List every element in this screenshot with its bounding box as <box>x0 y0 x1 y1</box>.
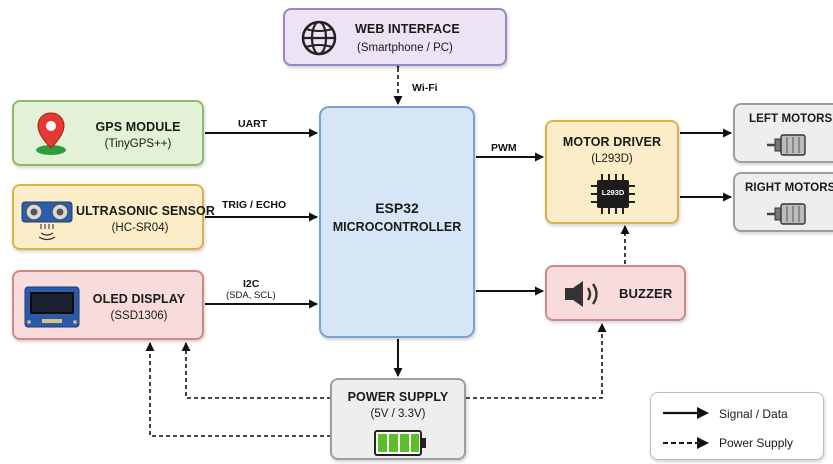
gps-title: GPS MODULE <box>95 120 181 134</box>
ultrasonic-sensor-icon <box>21 201 73 241</box>
right-motors-title: RIGHT MOTORS <box>745 182 833 194</box>
wifi-label: Wi-Fi <box>412 82 438 94</box>
oled-subtitle: (SSD1306) <box>110 310 168 322</box>
power-subtitle: (5V / 3.3V) <box>370 408 426 420</box>
ultrasonic-sensor-box: ULTRASONIC SENSOR (HC-SR04) <box>12 184 215 250</box>
esp32-box: ESP32 MICROCONTROLLER <box>319 106 475 338</box>
esp32-title: ESP32 <box>375 200 419 216</box>
power-to-oled-inner <box>181 342 331 399</box>
trig-echo-label: TRIG / ECHO <box>222 199 287 211</box>
map-pin-icon <box>36 112 66 155</box>
oled-display-icon <box>24 286 80 328</box>
ultrasonic-title: ULTRASONIC SENSOR <box>76 204 215 218</box>
legend-box: Signal / Data Power Supply <box>650 392 824 460</box>
battery-icon <box>374 430 426 456</box>
ultrasonic-subtitle: (HC-SR04) <box>111 222 169 234</box>
power-to-oled-outer <box>145 342 331 437</box>
buzzer-title: BUZZER <box>619 286 673 301</box>
uart-label: UART <box>238 118 268 130</box>
power-title: POWER SUPPLY <box>347 390 449 404</box>
web-subtitle: (Smartphone / PC) <box>357 42 453 54</box>
i2c-pins-label: (SDA, SCL) <box>226 290 276 301</box>
gps-subtitle: (TinyGPS++) <box>104 138 172 150</box>
legend-power-label: Power Supply <box>719 436 794 450</box>
chip-icon: L293D <box>591 174 635 214</box>
dashed-arrow-legend-icon <box>663 437 709 449</box>
esp32-subtitle: MICROCONTROLLER <box>332 220 462 234</box>
left-motors-title: LEFT MOTORS <box>749 113 833 125</box>
buzzer-box: BUZZER <box>545 265 686 321</box>
motor-driver-subtitle: (L293D) <box>591 153 633 165</box>
power-to-buzzer <box>466 323 607 399</box>
left-motors-box: LEFT MOTORS <box>733 103 833 163</box>
web-interface-box: WEB INTERFACE (Smartphone / PC) <box>283 8 507 66</box>
dc-motor-icon <box>767 203 806 225</box>
motor-driver-title: MOTOR DRIVER <box>562 135 662 149</box>
legend-signal-label: Signal / Data <box>719 407 788 421</box>
pwm-label: PWM <box>491 142 517 154</box>
web-title: WEB INTERFACE <box>355 22 460 36</box>
chip-label: L293D <box>601 188 625 197</box>
i2c-label: I2C <box>243 278 260 290</box>
solid-arrow-legend-icon <box>663 407 709 419</box>
motor-driver-box: MOTOR DRIVER (L293D) L293D <box>545 120 679 224</box>
gps-module-box: GPS MODULE (TinyGPS++) <box>12 100 204 166</box>
oled-title: OLED DISPLAY <box>92 292 186 306</box>
right-motors-box: RIGHT MOTORS <box>733 172 833 232</box>
oled-display-box: OLED DISPLAY (SSD1306) <box>12 270 204 340</box>
dc-motor-icon <box>767 134 806 156</box>
power-supply-box: POWER SUPPLY (5V / 3.3V) <box>330 378 466 460</box>
speaker-icon <box>565 281 598 307</box>
globe-icon <box>301 20 337 56</box>
